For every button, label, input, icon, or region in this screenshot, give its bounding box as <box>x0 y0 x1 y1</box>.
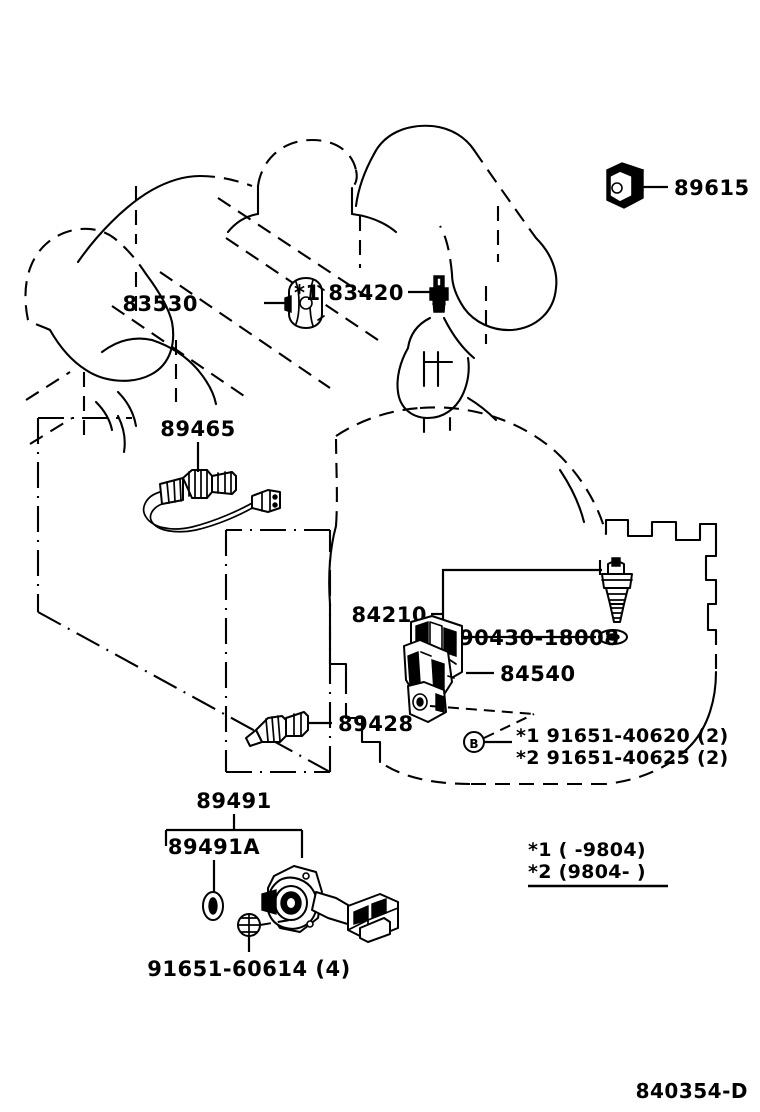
bolt-symbol-b: B <box>463 731 485 753</box>
part-83530-graphic <box>284 277 325 329</box>
bolt-symbol-91651-60614 <box>237 913 261 937</box>
footnote-legend: *1 ( -9804) *2 (9804- ) <box>528 839 668 888</box>
part-label-83530: 83530 <box>122 292 198 316</box>
part-label-91651-60614: 91651-60614 (4) <box>147 957 350 981</box>
part-89465-graphic <box>142 469 281 533</box>
leader-84210-to-switch <box>441 568 602 614</box>
leader-bolt-to-sensor <box>259 919 291 926</box>
section-boundary-box <box>36 416 332 774</box>
diagram-id: 840354-D <box>636 1079 748 1103</box>
part-label-83420: *1 83420 <box>294 281 404 305</box>
engine-assembly-outline <box>24 124 558 454</box>
leader-bolt-to-switch <box>483 713 535 739</box>
part-84540-graphic <box>403 615 463 723</box>
footnote-2: *2 (9804- ) <box>528 861 646 883</box>
part-label-91651-40625: *2 91651-40625 (2) <box>516 747 728 769</box>
part-label-89465: 89465 <box>160 417 236 441</box>
part-84210-graphic <box>601 557 633 623</box>
part-83420-graphic <box>429 275 449 313</box>
part-89428-graphic <box>245 711 309 747</box>
svg-text:B: B <box>469 737 478 751</box>
part-89491a-graphic <box>202 891 224 921</box>
part-label-91651-40620: *1 91651-40620 (2) <box>516 725 728 747</box>
footnote-1: *1 ( -9804) <box>528 839 646 861</box>
part-89491-graphic <box>261 865 399 943</box>
part-label-90430-18008: 90430-18008 <box>459 626 619 650</box>
part-90430-18008-graphic <box>598 629 628 645</box>
part-label-84540: 84540 <box>500 662 576 686</box>
part-label-89615: 89615 <box>674 176 750 200</box>
part-label-89428: 89428 <box>338 712 414 736</box>
transmission-housing-outline <box>328 396 718 786</box>
part-label-89491: 89491 <box>196 789 272 813</box>
part-label-89491a: 89491A <box>168 835 261 859</box>
part-89615-graphic <box>606 162 644 209</box>
